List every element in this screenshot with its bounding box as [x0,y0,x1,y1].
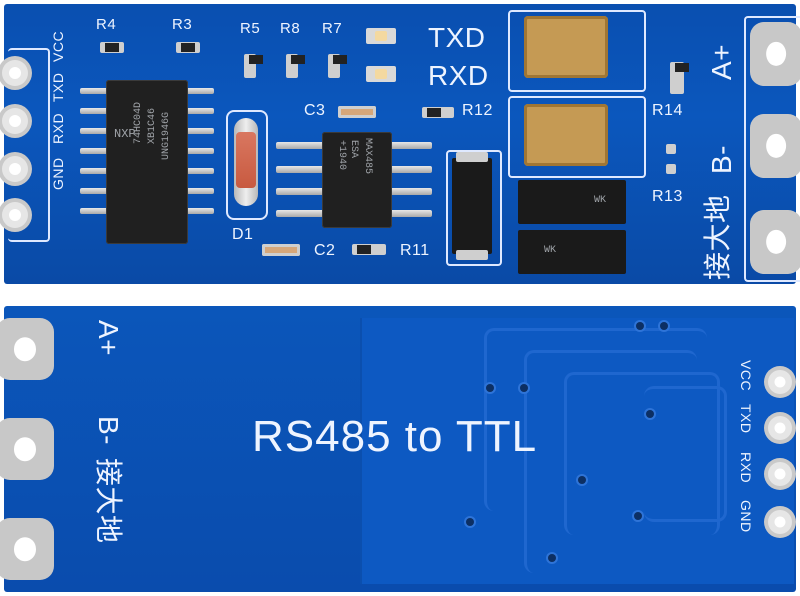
pcb-top-side: GND RXD TXD VCC R4 R3 R5 R8 R7 TXD RXD N… [2,4,800,284]
label-a-plus: A+ [93,320,124,357]
label-txd-led: TXD [428,22,486,53]
diode-wk-lower-marking: WK [544,245,557,256]
copper-trace [484,328,707,511]
copper-trace [644,386,727,522]
smd-diode-outline [446,150,502,266]
label-rxd-led: RXD [428,60,489,91]
label-c3: C3 [304,102,326,119]
via [646,410,654,418]
header-pin-hole [768,510,792,534]
label-earth-ground: 接大地 [93,458,124,544]
terminal-pad-gnd [0,518,54,580]
tvs-component-top [524,16,608,78]
label-a-plus: A+ [706,43,737,80]
label-r4: R4 [96,16,117,33]
header-label-gnd: GND [50,157,66,190]
resistor-r3 [176,42,200,53]
label-r13: R13 [652,188,683,205]
chip-max485-marking-code: ESA [348,140,359,159]
terminal-pad-b [750,114,800,178]
header-pin-hole [2,60,28,86]
via [634,512,642,520]
header-pin-hole [768,462,792,486]
header-pin-hole [2,108,28,134]
header-label-rxd: RXD [738,452,754,484]
via [636,322,644,330]
header-label-gnd: GND [738,500,754,533]
copper-pour-area [360,318,794,584]
terminal-pad-b [0,418,54,480]
terminal-pad-a [750,22,800,86]
terminal-pad-a [0,318,54,380]
label-d1: D1 [232,226,254,243]
chip-74hc04 [106,80,188,244]
chip-74hc04-marking-date: UNG1946G [161,111,172,160]
header-pin-hole [2,202,28,228]
label-c2: C2 [314,242,336,259]
smd-diode-pad [456,250,488,260]
board-title: RS485 to TTL [252,412,538,461]
resistor-r13 [666,164,676,174]
header-outline [8,48,50,242]
header-label-txd: TXD [50,72,66,103]
header-pin-hole [768,416,792,440]
terminal-outline [744,16,800,282]
tvs-outline [508,96,646,178]
via [578,476,586,484]
copper-trace [524,350,697,573]
resistor-r7 [328,54,347,78]
diode-d1-body [236,132,256,188]
label-r14: R14 [652,102,683,119]
header-pin-hole [768,370,792,394]
diode-wk-lower [518,230,626,274]
pcb-bottom-side: A+ B- 接大地 RS485 to TTL VCC TXD RXD GND [0,306,796,592]
smd-diode [452,158,492,254]
label-r11: R11 [400,242,430,259]
label-r7: R7 [322,20,343,37]
tvs-outline [508,10,646,92]
terminal-pad-gnd [750,210,800,274]
resistor-r12 [422,107,454,118]
copper-trace [564,372,720,535]
resistor-r5 [244,54,263,78]
via [486,384,494,392]
label-earth-ground: 接大地 [702,194,733,280]
via [548,554,556,562]
resistor-r8 [286,54,305,78]
diode-wk-upper [518,180,626,224]
diode-wk-upper-marking: WK [594,195,607,206]
resistor-r4 [100,42,124,53]
resistor-r11 [352,244,386,255]
smd-diode-pad [456,152,488,162]
chip-max485-marking-date: +1940 [336,140,347,171]
header-label-vcc: VCC [738,360,754,392]
led-txd [366,28,396,44]
tvs-component-mid [524,104,608,166]
chip-74hc04-marking-lot: XB1C46 [147,107,158,144]
capacitor-c2 [262,244,300,256]
header-pin-hole [2,156,28,182]
label-r8: R8 [280,20,301,37]
resistor-r14 [670,62,689,94]
chip-74hc04-marking-part: 74HC04D [133,101,144,144]
label-r5: R5 [240,20,261,37]
label-r3: R3 [172,16,193,33]
label-b-minus: B- [706,145,737,174]
chip-74hc04-marking-maker: NXP [114,127,136,141]
via [660,322,668,330]
diode-outline [226,110,268,220]
capacitor-c3 [338,106,376,118]
header-label-vcc: VCC [50,30,66,62]
led-rxd [366,66,396,82]
via [520,384,528,392]
via [466,518,474,526]
chip-max485 [322,132,392,228]
header-label-rxd: RXD [50,112,66,144]
label-r12: R12 [462,102,493,119]
chip-max485-marking-part: MAX485 [362,138,373,175]
header-label-txd: TXD [738,404,754,434]
resistor-r13 [666,144,676,154]
